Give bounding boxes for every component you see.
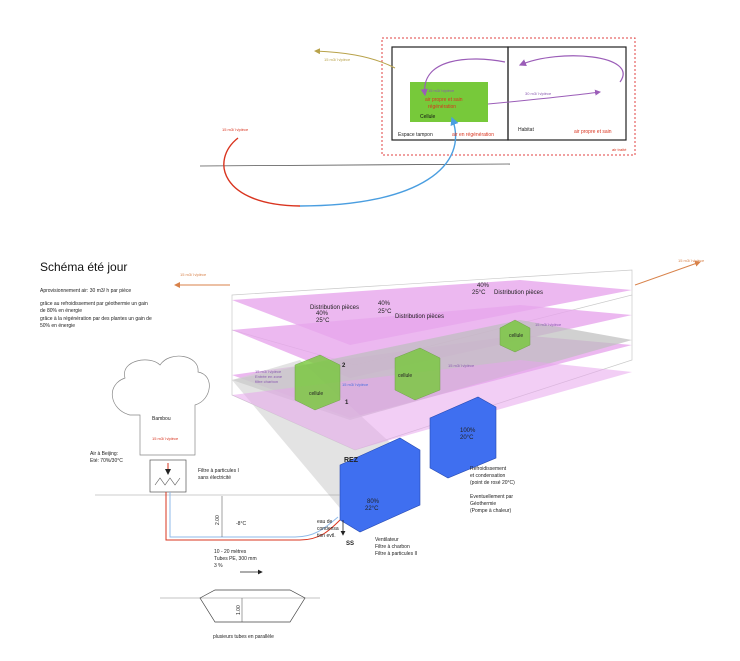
box-front-1: 80% [367, 499, 380, 505]
dist-1-b: 40% [316, 311, 329, 317]
floor-2-label: 2 [342, 363, 346, 369]
depth-100-label: 1.00 [236, 605, 242, 615]
purple-arrow-habitat [487, 89, 601, 105]
eau-1: eau de [317, 519, 333, 525]
cellule-3-box [499, 319, 531, 353]
cellule-2-box [394, 347, 441, 401]
cell-flow-1: 15 m3/ h/pièce [342, 382, 369, 387]
eau-2: condensa [317, 526, 339, 532]
dist-3-c: Distribution pièces [494, 290, 543, 296]
bambou-label: Bambou [152, 416, 171, 422]
vent-1: Ventilateur [375, 537, 399, 543]
dist-2-c: Distribution pièces [395, 314, 444, 320]
bambou-flow-label: 15 m3/ h/pièce [152, 436, 179, 441]
refr-1: Refroidissement [470, 466, 507, 472]
blue-air-up [299, 116, 459, 207]
refr-3: (point de rosé 20°C) [470, 480, 515, 486]
air-beijing-1: Air à Beijing: [90, 451, 118, 457]
temp-8-label: -8°C [236, 521, 246, 527]
ss-label: SS [346, 541, 354, 547]
tube-red [165, 492, 341, 541]
habitat-label: Habitat [518, 127, 534, 133]
flow-habitat-label: 30 m3/ h/pièce [525, 91, 552, 96]
filtre-label-2: sans électricité [198, 475, 231, 481]
box-back [429, 396, 497, 479]
dist-1-a: Distribution pièces [310, 305, 359, 311]
intro-line-1: Aprovisionnement air: 30 m3/ h par pièce [40, 288, 131, 294]
tubes-1: 10 - 20 mètres [214, 549, 247, 555]
air-beijing-2: Eté: 70%/30°C [90, 458, 123, 464]
depth-200-label: 2.00 [215, 515, 221, 525]
dist-2-b: 25°C [378, 309, 392, 315]
flow-cell-inner-label: 15 m3/ h/pièce [428, 88, 455, 93]
vent-3: Filtre à particules II [375, 551, 417, 557]
espace-tampon-label: Espace tampon [398, 132, 433, 138]
purple-arrow-right [518, 55, 624, 83]
rez-label: REZ [344, 457, 359, 464]
eventuel-1: Eventuellement par [470, 494, 513, 500]
flow-out-right-arrow [634, 260, 701, 286]
main-diagram: Schéma été jour Aprovisionnement air: 30… [40, 258, 705, 640]
cell-label: Cellule [420, 114, 436, 120]
cell-text-2: régénération [428, 104, 456, 110]
tube-blue [169, 492, 339, 538]
cellule-2-label: cellule [398, 373, 412, 379]
filtre-box [149, 459, 187, 493]
trench-shape [199, 589, 306, 623]
box-back-2: 20°C [460, 435, 474, 441]
red-air-in [223, 137, 301, 207]
purple-arrow-left [420, 58, 506, 97]
dist-3-b: 25°C [472, 290, 486, 296]
flow-out-right-label: 15 m3/ h/pièce [678, 258, 705, 263]
habitat-box [507, 46, 627, 141]
cellule-1-box [294, 354, 341, 411]
cell-flow-3: 15 m3/ h/pièce [535, 322, 562, 327]
floor-1-label: 1 [345, 400, 349, 406]
top-diagram: 15 m3/ h/pièce 15 m3/ h/pièce 15 m3/ h/p… [199, 37, 636, 207]
bambou-tree [111, 355, 210, 456]
air-traite-border [381, 37, 636, 156]
flow-out-left-label: 15 m3/ h/pièce [180, 272, 207, 277]
intro-line-4: grâce à la régénération par des plantes … [40, 316, 152, 322]
air-traite-label: air traité [612, 147, 627, 152]
dist-3-a: 40% [477, 283, 490, 289]
olive-arrow-out [314, 48, 396, 69]
vent-2: Filtre à charbon [375, 544, 410, 550]
cellule-1-label: cellule [309, 391, 323, 397]
cell-note-c: filtre charbon [255, 379, 278, 384]
intro-line-5: 50% en énergie [40, 323, 75, 329]
tubes-2: Tubes PE, 300 mm [214, 556, 257, 562]
floor-0 [232, 360, 632, 450]
box-back-1: 100% [460, 428, 476, 434]
flow-left-mid-label: 15 m3/ h/pièce [222, 127, 249, 132]
refr-2: et condensation [470, 473, 506, 479]
filtre-label-1: Filtre à particules I [198, 468, 239, 474]
filtre-zigzag [154, 477, 181, 486]
eventuel-3: (Pompe à chaleur) [470, 508, 511, 514]
dist-2-a: 40% [378, 301, 391, 307]
plusieurs-label: plusieurs tubes en parallèle [213, 634, 274, 640]
schema-title: Schéma été jour [40, 260, 127, 274]
air-propre-label: air propre et sain [574, 129, 612, 135]
dist-1-c: 25°C [316, 318, 330, 324]
cellule-3-label: cellule [509, 333, 523, 339]
cell-note-b: Entrée en zone [255, 374, 283, 379]
cell-note-a: 15 m3/ h/pièce [255, 369, 282, 374]
box-front-2: 22°C [365, 506, 379, 512]
tubes-3: 3 % [214, 563, 223, 569]
flow-left-top-label: 15 m3/ h/pièce [324, 57, 351, 62]
eventuel-2: Géothermie [470, 501, 496, 507]
cell-flow-2: 15 m3/ h/pièce [448, 363, 475, 368]
intro-line-3: de 80% en énergie [40, 308, 82, 314]
ground-line-top [199, 163, 511, 167]
intro-line-2: grâce au refroidissement par géothermie … [40, 301, 148, 307]
eau-3: tion evtl. [317, 533, 336, 539]
air-regeneration-label: air en régénération [452, 132, 494, 138]
cell-text-1: air propre et sain [425, 97, 463, 103]
